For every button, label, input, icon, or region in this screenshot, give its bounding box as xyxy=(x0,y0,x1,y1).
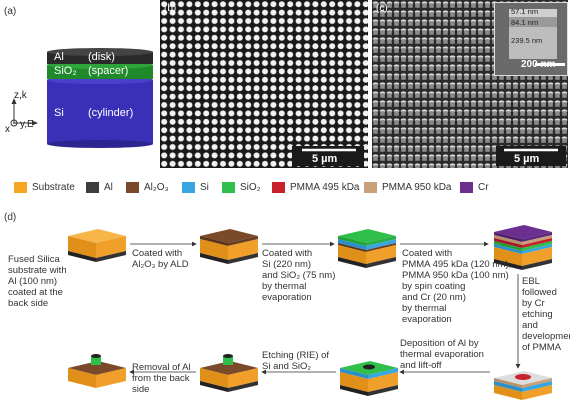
legend-swatch xyxy=(272,181,285,193)
inset-scalebar xyxy=(535,63,565,66)
wafer-step-7 xyxy=(200,354,258,392)
legend-swatch xyxy=(460,181,473,193)
step-8-text: Removal of Al from the back side xyxy=(132,362,191,395)
inset-dim-1: 57.1 nm xyxy=(511,7,539,16)
legend-item-al2o3: Al₂O₃ xyxy=(126,180,169,194)
legend-item-substrate: Substrate xyxy=(14,180,75,194)
legend-item-cr: Cr xyxy=(460,180,489,194)
unit-cell-schematic xyxy=(10,48,153,148)
wafer-step-3 xyxy=(338,229,396,268)
panel-label-a: (a) xyxy=(4,6,17,17)
al-disk-top xyxy=(47,48,153,56)
wafer-step-1 xyxy=(68,229,126,262)
inset-spacer xyxy=(509,17,557,27)
fabrication-process-flow xyxy=(68,225,552,400)
legend-swatch xyxy=(14,181,27,193)
inset-disk xyxy=(509,9,557,17)
step-7-text: Etching (RIE) of Si and SiO₂ xyxy=(262,350,330,372)
legend-swatch xyxy=(182,181,195,193)
inset-dim-2: 84.1 nm xyxy=(511,18,539,27)
step-2-text: Coated with Al₂O₃ by ALD xyxy=(132,248,189,270)
nanodisk-array xyxy=(160,0,368,168)
sem-image-top-view: 5 µm xyxy=(160,0,368,168)
sio2-part-label: (spacer) xyxy=(88,65,129,77)
legend-item-pmma-495: PMMA 495 kDa xyxy=(272,180,359,194)
legend-swatch xyxy=(364,181,377,193)
legend-swatch xyxy=(86,181,99,193)
wafer-step-6 xyxy=(340,361,398,396)
y-axis-label: y,E xyxy=(20,119,34,130)
si-label: Si xyxy=(54,107,64,119)
si-cylinder xyxy=(47,80,153,144)
x-axis-label: x xyxy=(5,124,10,135)
sem-image-tilted-view: 5 µm 57.1 nm 84.1 nm 239.5 nm 200 nm xyxy=(372,0,568,168)
z-axis-arrow xyxy=(11,98,17,104)
step-1-text: Fused Silica substrate with Al (100 nm) … xyxy=(8,254,67,309)
legend-item-sio2: SiO₂ xyxy=(222,180,261,194)
step-3-text: Coated with Si (220 nm) and SiO₂ (75 nm)… xyxy=(262,248,336,303)
x-axis-symbol xyxy=(10,119,18,127)
inset-scalebar-label: 200 nm xyxy=(521,59,556,70)
wafer-step-2 xyxy=(200,229,258,264)
legend-item-pmma-950: PMMA 950 kDa xyxy=(364,180,451,194)
si-cylinder-bottom xyxy=(47,140,153,148)
legend-item-si: Si xyxy=(182,180,209,194)
panel-label-b: (b) xyxy=(164,3,177,14)
inset-cylinder xyxy=(509,27,557,59)
inset-dim-3: 239.5 nm xyxy=(511,36,543,45)
panel-label-d: (d) xyxy=(4,212,17,223)
step-5-text: EBL followed by Cr etching and developme… xyxy=(522,276,570,353)
sio2-label: SiO₂ xyxy=(54,65,77,77)
y-axis-arrow xyxy=(32,120,38,126)
wafer-step-4 xyxy=(494,225,552,270)
al-label: Al xyxy=(54,51,64,63)
panel-label-c: (c) xyxy=(376,3,388,14)
scalebar-label: 5 µm xyxy=(514,153,540,165)
step-6-text: Deposition of Al by thermal evaporation … xyxy=(400,338,484,371)
legend-swatch xyxy=(126,181,139,193)
si-part-label: (cylinder) xyxy=(88,107,134,119)
legend-item-al: Al xyxy=(86,180,113,194)
step-4-text: Coated with PMMA 495 kDa (120 nm), PMMA … xyxy=(402,248,512,325)
sio2-spacer xyxy=(47,65,153,79)
wafer-step-8 xyxy=(68,354,126,388)
scalebar-label: 5 µm xyxy=(312,153,338,165)
sem-inset-cross-section: 57.1 nm 84.1 nm 239.5 nm 200 nm xyxy=(494,2,568,76)
al-part-label: (disk) xyxy=(88,51,115,63)
z-axis-label: z,k xyxy=(14,90,27,101)
legend-swatch xyxy=(222,181,235,193)
wafer-step-5 xyxy=(494,371,552,400)
